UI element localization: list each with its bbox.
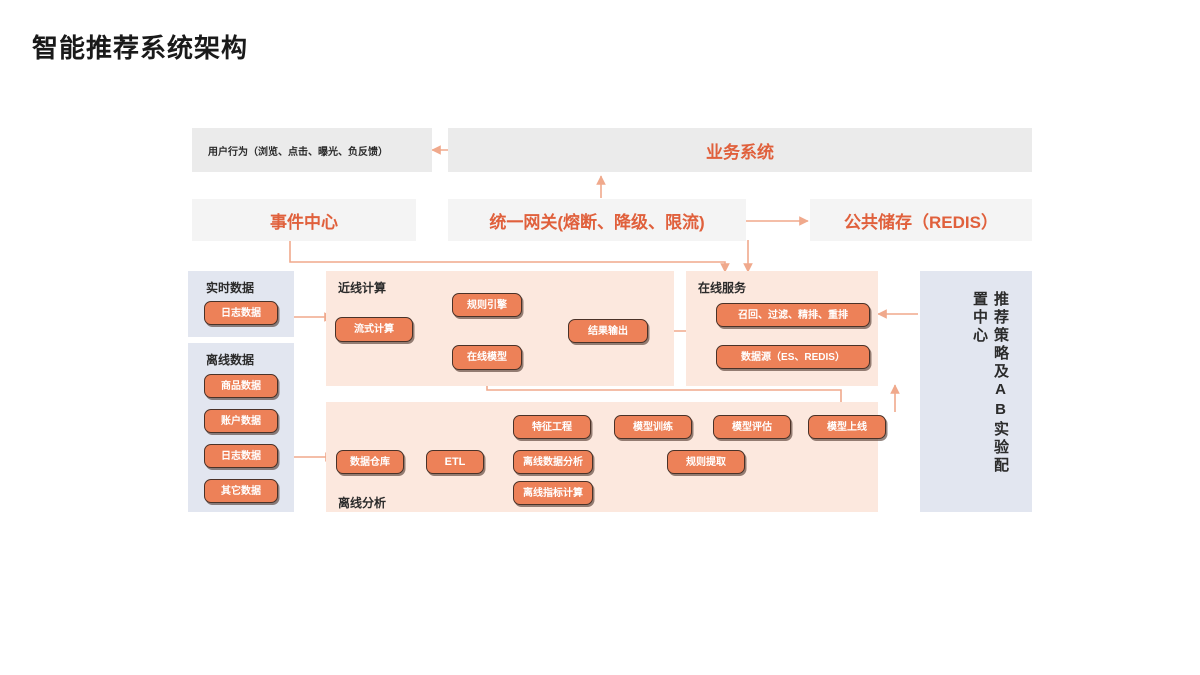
offline-data-item-3[interactable]: 其它数据 (204, 479, 278, 503)
gateway-box[interactable]: 统一网关(熔断、降级、限流) (448, 199, 746, 241)
online-model-node[interactable]: 在线模型 (452, 345, 522, 370)
business-system-label: 业务系统 (706, 142, 774, 162)
model-train-node[interactable]: 模型训练 (614, 415, 692, 439)
nearline-title: 近线计算 (338, 281, 387, 295)
offline-data-item-1[interactable]: 账户数据 (204, 409, 278, 433)
realtime-data-title: 实时数据 (206, 281, 255, 295)
offline-data-analysis-node[interactable]: 离线数据分析 (513, 450, 593, 474)
offline-analysis-title: 离线分析 (338, 496, 387, 510)
event-center-label: 事件中心 (270, 212, 338, 232)
datasource-node[interactable]: 数据源（ES、REDIS） (716, 345, 870, 369)
offline-data-title: 离线数据 (206, 353, 255, 367)
realtime-data-item-0[interactable]: 日志数据 (204, 301, 278, 325)
user-behavior-label: 用户行为（浏览、点击、曝光、负反馈） (208, 146, 388, 158)
offline-data-item-2[interactable]: 日志数据 (204, 444, 278, 468)
business-system-box[interactable]: 业务系统 (448, 128, 1032, 172)
gateway-label: 统一网关(熔断、降级、限流) (489, 212, 705, 232)
online-service-title: 在线服务 (698, 281, 747, 295)
strategy-ab-panel[interactable]: 推荐策略及AB实验配置中心 (920, 271, 1032, 512)
public-storage-label: 公共储存（REDIS） (844, 212, 998, 232)
etl-node[interactable]: ETL (426, 450, 484, 474)
rule-extract-node[interactable]: 规则提取 (667, 450, 745, 474)
public-storage-box[interactable]: 公共储存（REDIS） (810, 199, 1032, 241)
model-eval-node[interactable]: 模型评估 (713, 415, 791, 439)
event-center-box[interactable]: 事件中心 (192, 199, 416, 241)
result-output-node[interactable]: 结果输出 (568, 319, 648, 343)
model-deploy-node[interactable]: 模型上线 (808, 415, 886, 439)
realtime-data-panel: 实时数据 日志数据 (188, 271, 294, 337)
recall-filter-rank-node[interactable]: 召回、过滤、精排、重排 (716, 303, 870, 327)
rule-engine-node[interactable]: 规则引擎 (452, 293, 522, 317)
strategy-ab-label: 推荐策略及AB实验配置中心 (971, 291, 1009, 475)
offline-analysis-panel: 离线分析 (326, 402, 878, 512)
offline-data-panel: 离线数据 商品数据 账户数据 日志数据 其它数据 (188, 343, 294, 512)
stream-compute-node[interactable]: 流式计算 (335, 317, 413, 342)
offline-data-item-0[interactable]: 商品数据 (204, 374, 278, 398)
data-warehouse-node[interactable]: 数据仓库 (336, 450, 404, 474)
offline-metrics-node[interactable]: 离线指标计算 (513, 481, 593, 505)
feature-engineering-node[interactable]: 特征工程 (513, 415, 591, 439)
page-title: 智能推荐系统架构 (32, 33, 249, 63)
user-behavior-box[interactable]: 用户行为（浏览、点击、曝光、负反馈） (192, 128, 432, 172)
